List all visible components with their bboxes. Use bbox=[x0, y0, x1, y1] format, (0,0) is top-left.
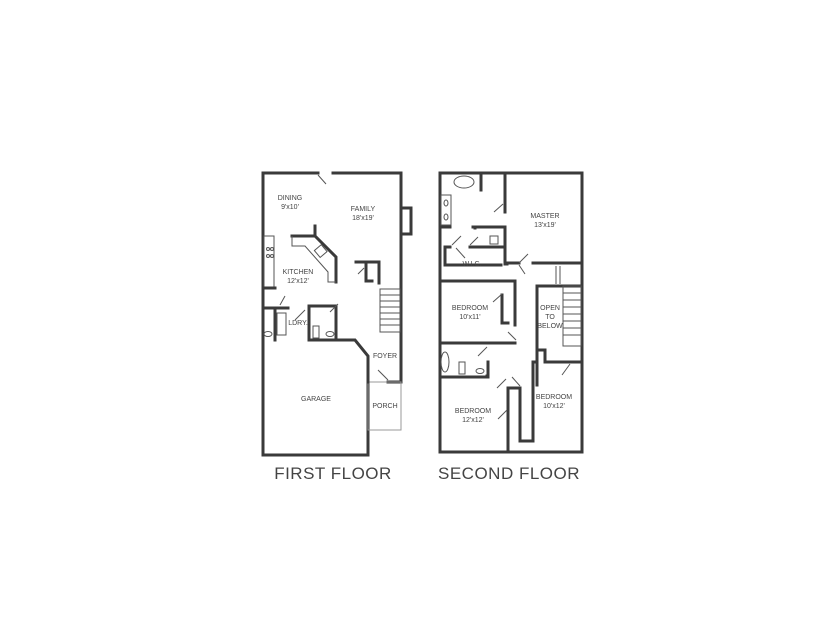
porch-outline bbox=[367, 381, 402, 431]
first-floor-title: FIRST FLOOR bbox=[274, 464, 392, 483]
room-label: BEDROOM bbox=[452, 305, 488, 312]
wall bbox=[354, 260, 381, 285]
room-label: DINING bbox=[278, 195, 303, 202]
room-label: GARAGE bbox=[301, 396, 331, 403]
door-swing bbox=[511, 376, 521, 387]
wall bbox=[438, 374, 489, 379]
stove-burner-icon bbox=[266, 247, 270, 251]
door-swing bbox=[317, 174, 327, 185]
wall bbox=[307, 304, 370, 384]
door-swing bbox=[493, 203, 504, 213]
stove-burner-icon bbox=[270, 247, 274, 251]
room-size: 12'x12' bbox=[287, 278, 309, 285]
room-size: 12'x12' bbox=[462, 417, 484, 424]
door-swing bbox=[518, 264, 526, 275]
room-label: MASTER bbox=[530, 213, 559, 220]
room-label: W.I.C. bbox=[462, 261, 481, 268]
room-label: BEDROOM bbox=[455, 408, 491, 415]
staircase bbox=[555, 266, 582, 347]
door-swing bbox=[455, 247, 466, 259]
door-swing bbox=[497, 409, 508, 420]
front-door-swing bbox=[377, 369, 389, 381]
room-label: PORCH bbox=[372, 403, 397, 410]
toilet-icon bbox=[458, 361, 466, 375]
room-label: KITCHEN bbox=[283, 269, 314, 276]
sink-icon bbox=[325, 331, 335, 337]
outer-wall bbox=[438, 171, 584, 454]
room-label: TO bbox=[545, 314, 555, 321]
kitchen-cabinets bbox=[263, 235, 275, 289]
sink-icon bbox=[443, 213, 449, 221]
door-swing bbox=[477, 346, 488, 357]
stove-burner-icon bbox=[266, 254, 270, 258]
door-swing bbox=[329, 303, 339, 313]
stove-burner-icon bbox=[270, 254, 274, 258]
sink-icon bbox=[263, 331, 273, 337]
door-swing bbox=[469, 236, 479, 246]
room-size: 9'x10' bbox=[281, 204, 299, 211]
wall bbox=[518, 386, 535, 443]
room-label: BELOW bbox=[537, 323, 563, 330]
door-swing bbox=[507, 331, 517, 341]
room-label: FOYER bbox=[373, 353, 397, 360]
room-label: LDRY. bbox=[288, 320, 308, 327]
room-label: FAMILY bbox=[351, 206, 376, 213]
wall bbox=[500, 293, 510, 325]
door-swing bbox=[518, 253, 529, 264]
room-size: 18'x19' bbox=[352, 215, 374, 222]
toilet-icon bbox=[312, 325, 320, 339]
sink-icon bbox=[313, 244, 328, 259]
second-floor-plan: MASTER 13'x19' W.I.C. BEDROOM 10'x11' OP… bbox=[438, 171, 584, 483]
first-floor-plan: DINING 9'x10' FAMILY 18'x19' KITCHEN 12'… bbox=[261, 171, 413, 483]
wic-wall bbox=[443, 245, 503, 267]
wall bbox=[438, 279, 517, 327]
bathtub-icon bbox=[440, 351, 450, 373]
fireplace bbox=[399, 206, 413, 236]
bathtub-icon bbox=[453, 175, 475, 189]
room-label: OPEN bbox=[540, 305, 560, 312]
wall bbox=[535, 348, 584, 364]
door-swing bbox=[451, 235, 462, 246]
washer-dryer bbox=[276, 312, 287, 336]
room-size: 13'x19' bbox=[534, 222, 556, 229]
toilet-icon bbox=[489, 235, 499, 245]
second-floor-title: SECOND FLOOR bbox=[438, 464, 580, 483]
room-size: 10'x12' bbox=[543, 403, 565, 410]
door-swing bbox=[561, 363, 571, 376]
vanity bbox=[440, 194, 452, 226]
door-swing bbox=[279, 295, 286, 306]
sink-icon bbox=[443, 199, 449, 207]
door-swing bbox=[492, 293, 503, 303]
room-label: BEDROOM bbox=[536, 394, 572, 401]
door-swing bbox=[357, 267, 365, 275]
door-swing bbox=[496, 378, 507, 389]
sink-icon bbox=[475, 368, 485, 374]
wall bbox=[261, 171, 370, 457]
door-swing bbox=[294, 309, 306, 321]
staircase bbox=[379, 288, 401, 333]
wall bbox=[364, 260, 374, 283]
kitchen-counter bbox=[291, 236, 336, 283]
room-size: 10'x11' bbox=[459, 314, 480, 321]
kitchen-counter bbox=[290, 234, 338, 284]
